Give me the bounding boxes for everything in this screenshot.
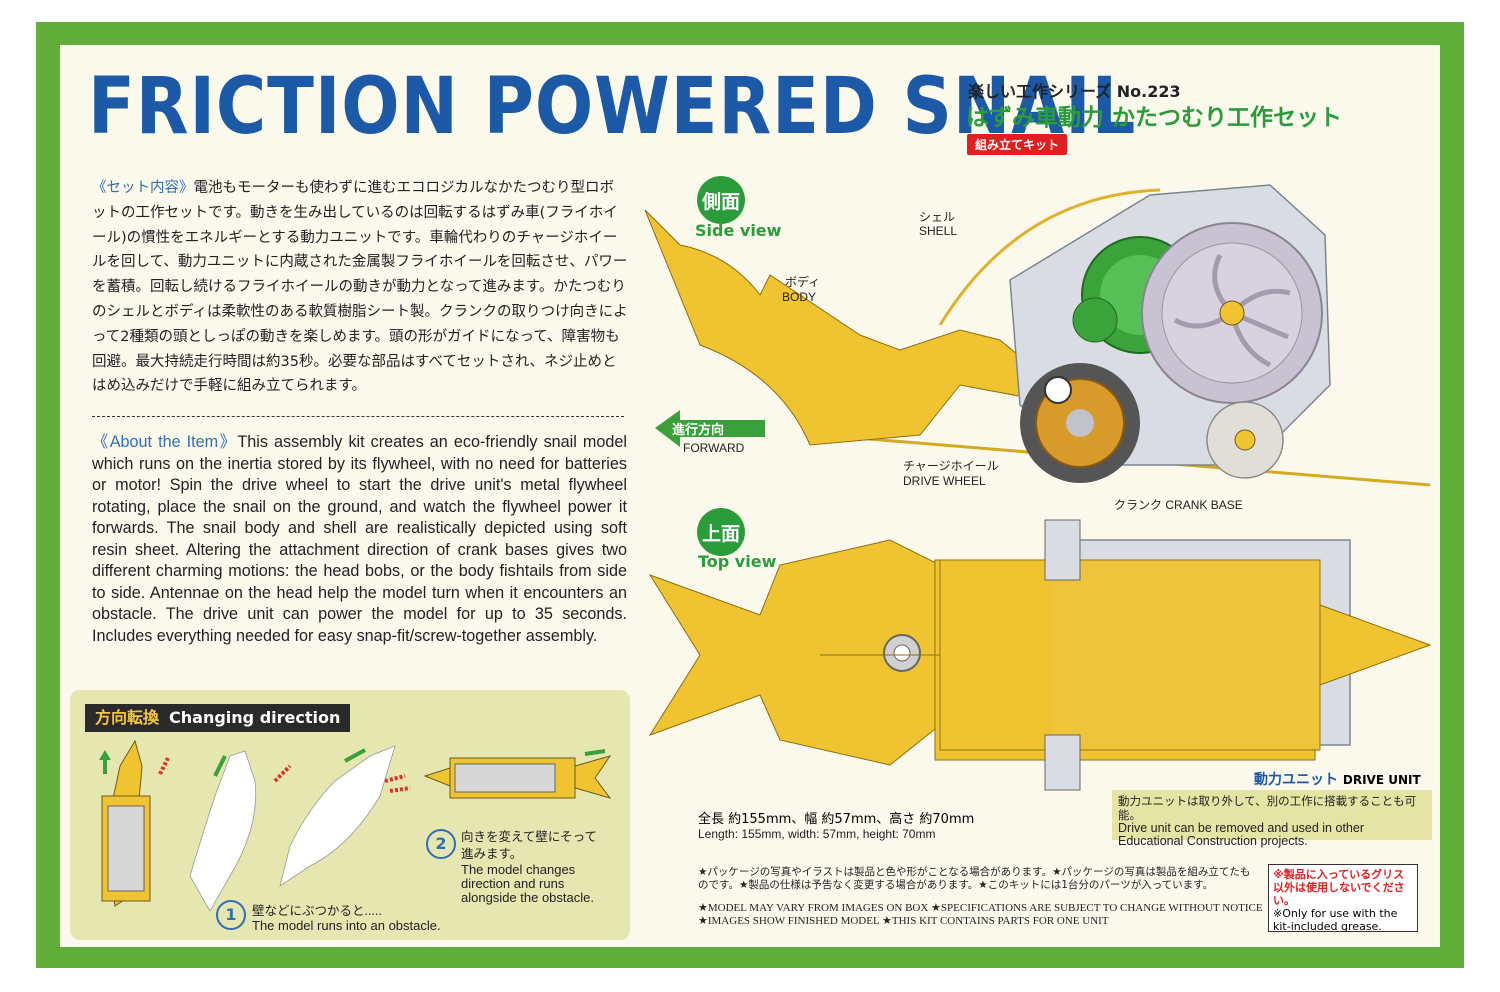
crank-base-bottom [1044, 734, 1081, 791]
body-label-en: BODY [782, 290, 817, 304]
snail-top-body [648, 539, 941, 766]
japanese-title: はずみ車動力 かたつむり工作セット [966, 105, 1343, 131]
top-view-illustration [648, 519, 1432, 791]
grease-en: ※Only for use with the kit-included grea… [1273, 907, 1398, 933]
shell-label-en: SHELL [919, 224, 958, 238]
series-label: 楽しい工作シリーズ No.223 [968, 82, 1181, 101]
snail-body [644, 209, 1061, 446]
step-2-number: 2 [426, 829, 456, 859]
step-1-en: The model runs into an obstacle. [252, 918, 441, 933]
direction-header-jp: 方向転換 [95, 708, 160, 727]
arrow-green-icon [344, 748, 366, 763]
side-view-en: Side view [695, 221, 782, 240]
top-view-jp: 上面 [702, 523, 741, 545]
disclaimer-en: ★MODEL MAY VARY FROM IMAGES ON BOX ★SPEC… [698, 902, 1263, 927]
arrow-green-icon [213, 755, 227, 777]
step-2-jp-1: 向きを変えて壁にそって [461, 830, 598, 844]
drive-unit-label-jp: 動力ユニット [1254, 772, 1338, 788]
step-2-en-2: direction and runs [461, 876, 565, 891]
snail-horizontal-illustration [423, 755, 612, 799]
jp-desc-label: 《セット内容》 [92, 180, 194, 196]
direction-header-en: Changing direction [169, 708, 341, 727]
forward-label-en: FORWARD [683, 441, 745, 455]
changing-direction-header: 方向転換 Changing direction [85, 704, 351, 732]
arrow-red-icon [158, 757, 170, 775]
fishtail-shape-2 [279, 745, 396, 887]
drive-wheel-label-en: DRIVE WHEEL [903, 474, 986, 488]
side-view-jp: 側面 [702, 191, 741, 213]
step-2-jp-2: 進みます。 [461, 847, 523, 861]
shell-arc [938, 188, 1161, 326]
grease-jp: ※製品に入っているグリス以外は使用しないでください。 [1273, 868, 1405, 907]
divider [92, 416, 624, 417]
side-view-badge [697, 176, 745, 224]
crank-base-top [1044, 519, 1081, 581]
fishtail-shape-1 [189, 750, 257, 912]
step-1-number: 1 [216, 900, 246, 930]
forward-arrow-icon [655, 410, 765, 447]
drive-wheel-label-jp: チャージホイール [903, 459, 999, 473]
step-2-en-3: alongside the obstacle. [461, 890, 594, 905]
snail-head [1319, 604, 1432, 686]
top-view-badge [697, 508, 745, 556]
step-2-en-1: The model changes [461, 862, 576, 877]
shell-label-jp: シェル [919, 210, 956, 224]
note-jp: 動力ユニットは取り外して、別の工作に搭載することも可能。 [1118, 794, 1417, 822]
japanese-description: 《セット内容》電池もモーターも使わずに進むエコロジカルなかたつむり型ロボットの工… [92, 176, 628, 399]
drive-unit-label-en: DRIVE UNIT [1342, 773, 1421, 787]
crank-label-jp: クランク [1114, 498, 1163, 512]
grease-notice: ※製品に入っているグリス以外は使用しないでください。 ※Only for use… [1268, 864, 1418, 933]
en-desc-label: 《About the Item》 [92, 433, 238, 451]
product-title: FRICTION POWERED SNAIL [88, 62, 1137, 152]
snail-up-illustration [101, 739, 151, 907]
direction-illustration [99, 739, 612, 912]
arrow-green-icon [584, 749, 606, 756]
jp-desc-text: 電池もモーターも使わずに進むエコロジカルなかたつむり型ロボットの工作セットです。… [92, 180, 628, 395]
drive-unit-note: 動力ユニットは取り外して、別の工作に搭載することも可能。 Drive unit … [1112, 790, 1432, 848]
crank-label-en: CRANK BASE [1165, 498, 1243, 512]
body-label-jp: ボディ [785, 275, 821, 289]
dimensions-en: Length: 155mm, width: 57mm, height: 70mm [698, 827, 936, 841]
note-en: Drive unit can be removed and used in ot… [1118, 821, 1364, 848]
dimensions-jp: 全長 約155mm、幅 約57mm、高さ 約70mm [698, 812, 975, 827]
kit-badge: 組み立てキット [967, 134, 1068, 155]
side-view-illustration [644, 184, 1431, 487]
crank-label: クランク CRANK BASE [1114, 496, 1243, 513]
drive-unit-label: 動力ユニット DRIVE UNIT [1254, 769, 1421, 789]
english-description: 《About the Item》This assembly kit create… [92, 432, 627, 647]
arrow-red-icon [273, 764, 292, 783]
en-desc-text: This assembly kit creates an eco-friendl… [92, 433, 627, 645]
disclaimer-jp: ★パッケージの写真やイラストは製品と色や形がことなる場合があります。★パッケージ… [698, 866, 1251, 891]
arrow-red-icon [384, 774, 406, 783]
forward-label-jp: 進行方向 [672, 423, 725, 438]
step-1-jp: 壁などにぶつかると..... [252, 904, 382, 918]
top-view-en: Top view [698, 552, 777, 571]
